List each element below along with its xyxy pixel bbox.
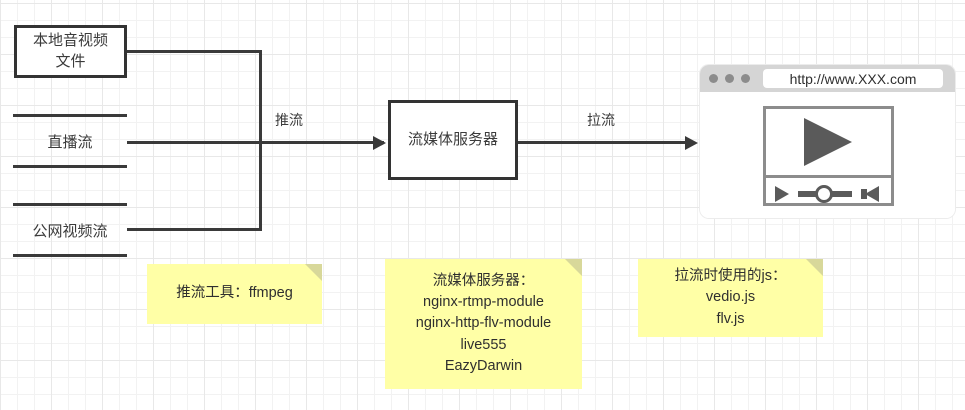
note-pull-js[interactable]: 拉流时使用的js： vedio.js flv.js xyxy=(638,259,823,337)
video-player-screen[interactable] xyxy=(766,109,891,178)
note-pull-js-line-1: 拉流时使用的js： xyxy=(674,268,787,285)
source-local-file-line1: 本地音视频 xyxy=(32,32,108,50)
edge-push-line xyxy=(259,141,384,144)
note-fold-corner-icon xyxy=(565,259,582,276)
speaker-icon[interactable] xyxy=(865,186,879,202)
source-live-stream-label: 直播流 xyxy=(47,133,93,151)
browser-dot-2-icon xyxy=(725,74,734,83)
streaming-server-node[interactable]: 流媒体服务器 xyxy=(388,100,518,180)
note-streaming-server-line-4: live555 xyxy=(460,336,507,353)
speaker-icon-body xyxy=(861,189,867,199)
note-streaming-server-line-3: nginx-http-flv-module xyxy=(415,315,552,332)
play-icon[interactable] xyxy=(804,118,852,166)
browser-url-bar[interactable]: http://www.XXX.com xyxy=(763,69,943,88)
note-fold-corner-icon xyxy=(806,259,823,276)
note-push-tool[interactable]: 推流工具：ffmpeg xyxy=(147,264,322,324)
connector-local-file-horizontal xyxy=(127,50,262,53)
video-player-controls xyxy=(766,178,891,209)
browser-chrome-bar: http://www.XXX.com xyxy=(700,65,955,92)
browser-url-text: http://www.XXX.com xyxy=(789,70,917,87)
note-streaming-server-line-1: 流媒体服务器： xyxy=(432,273,535,290)
play-small-icon[interactable] xyxy=(775,186,789,202)
browser-window[interactable]: http://www.XXX.com xyxy=(700,65,955,218)
edge-pull-arrowhead xyxy=(685,135,698,150)
source-public-video-label: 公网视频流 xyxy=(32,222,108,240)
source-node-local-file-label: 本地音视频 文件 xyxy=(33,31,108,72)
edge-push-label: 推流 xyxy=(275,112,303,128)
browser-viewport xyxy=(700,92,955,218)
edge-pull-label: 拉流 xyxy=(587,112,615,128)
streaming-server-label: 流媒体服务器 xyxy=(407,130,498,148)
progress-slider-knob[interactable] xyxy=(815,185,833,203)
edge-push-arrowhead xyxy=(373,135,386,150)
source-node-public-video[interactable]: 公网视频流 xyxy=(13,203,127,257)
note-pull-js-line-3: flv.js xyxy=(716,310,745,327)
note-streaming-server-line-5: EazyDarwin xyxy=(444,357,523,374)
note-streaming-server-line-2: nginx-rtmp-module xyxy=(423,294,544,311)
source-node-live-stream[interactable]: 直播流 xyxy=(13,114,127,168)
note-streaming-server[interactable]: 流媒体服务器： nginx-rtmp-module nginx-http-flv… xyxy=(385,259,582,389)
connector-live-stream-horizontal xyxy=(127,141,262,144)
source-local-file-line2: 文件 xyxy=(55,52,86,70)
source-node-local-file[interactable]: 本地音视频 文件 xyxy=(14,25,127,78)
video-player[interactable] xyxy=(763,106,894,206)
connector-trunk-vertical xyxy=(259,50,262,231)
browser-dot-1-icon xyxy=(709,74,718,83)
note-push-tool-line-1: 推流工具：ffmpeg xyxy=(176,285,293,302)
connector-public-video-horizontal xyxy=(127,228,262,231)
note-fold-corner-icon xyxy=(305,264,322,281)
note-pull-js-line-2: vedio.js xyxy=(705,289,756,306)
browser-dot-3-icon xyxy=(741,74,750,83)
edge-pull-line xyxy=(518,141,694,144)
